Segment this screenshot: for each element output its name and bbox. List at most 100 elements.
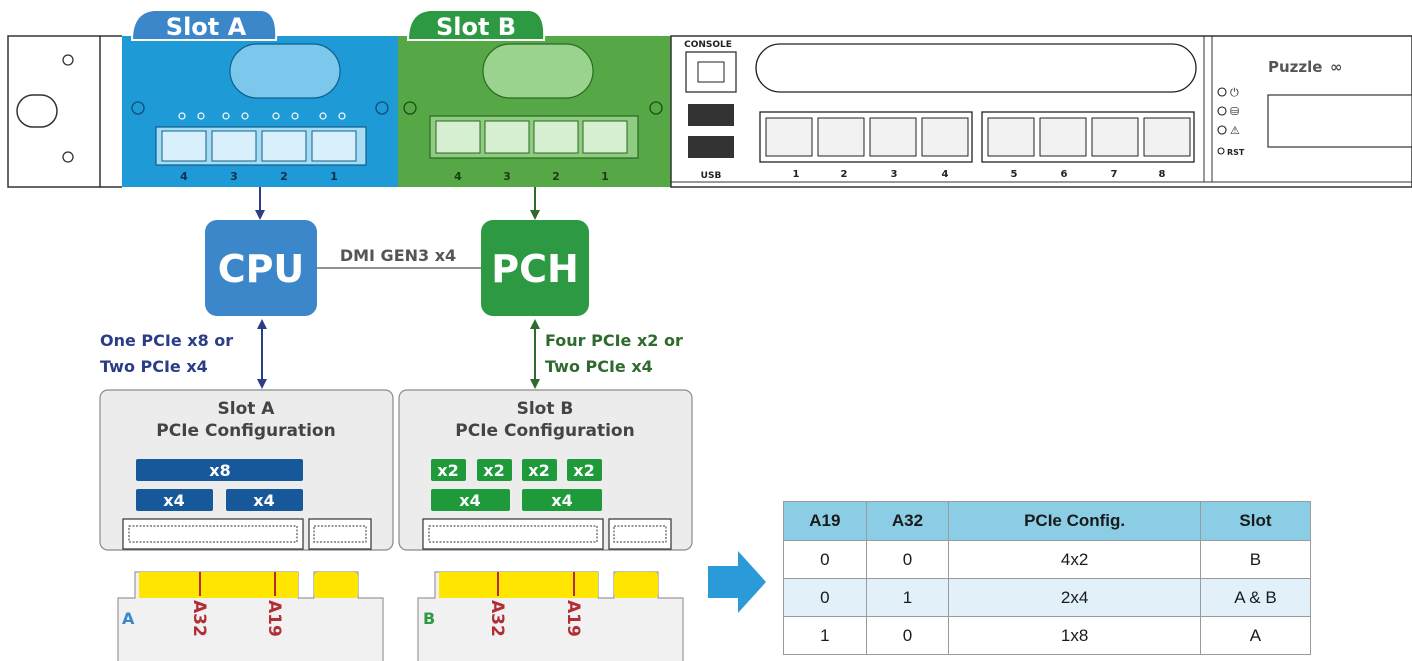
- rj45-port[interactable]: [869, 117, 917, 157]
- rack-ear: [7, 35, 122, 188]
- lane-x2: [477, 459, 512, 481]
- table-cell: 1: [865, 578, 950, 617]
- rj45-port[interactable]: [921, 117, 969, 157]
- slot-b-config-panel: Slot B PCIe Configuration x2 x2 x2 x2 x4…: [398, 389, 693, 551]
- reset-button[interactable]: [1217, 147, 1225, 155]
- rst-label: RST: [1227, 148, 1245, 157]
- sfp-port[interactable]: [311, 130, 357, 162]
- table-cell: 4x2: [948, 540, 1201, 579]
- table-header-row: A19 A32 PCIe Config. Slot: [783, 501, 1312, 541]
- lane-label: x8: [209, 461, 230, 480]
- lane-label: x4: [459, 491, 480, 510]
- vent-grille: [755, 43, 1197, 93]
- slot-a-module: 4 3 2 1: [122, 36, 398, 187]
- rj45-port[interactable]: [1039, 117, 1087, 157]
- rj45-port[interactable]: [817, 117, 865, 157]
- rj45-port[interactable]: [533, 120, 579, 154]
- table-row: 1 0 1x8 A: [783, 616, 1312, 655]
- pch-link-label: Two PCIe x4: [545, 357, 653, 376]
- lane-x4: [226, 489, 303, 511]
- table-cell: 0: [783, 540, 867, 579]
- sfp-port[interactable]: [161, 130, 207, 162]
- rj45-port[interactable]: [1091, 117, 1139, 157]
- rj45-port[interactable]: [435, 120, 481, 154]
- port-number: 2: [841, 169, 848, 180]
- lane-x2: [567, 459, 602, 481]
- sfp-port[interactable]: [261, 130, 307, 162]
- port-number: 2: [552, 170, 560, 183]
- slot-b-config-title: Slot B: [517, 399, 574, 419]
- lane-x4: [136, 489, 213, 511]
- port-number: 4: [942, 169, 949, 180]
- arrow-right-icon: [708, 551, 766, 613]
- pin-label: A19: [563, 600, 583, 637]
- sfp-port[interactable]: [211, 130, 257, 162]
- table-cell: 0: [783, 578, 867, 617]
- slot-a-tab: Slot A: [130, 9, 278, 41]
- pin-label: A19: [264, 600, 284, 637]
- table-cell: A & B: [1199, 578, 1312, 617]
- pch-label: PCH: [491, 247, 579, 291]
- table-cell: 0: [865, 616, 950, 655]
- screw-icon: [131, 101, 145, 115]
- port-number: 1: [793, 169, 800, 180]
- lane-x4: [522, 489, 602, 511]
- pcie-connector: [122, 518, 304, 550]
- rj45-port[interactable]: [484, 120, 530, 154]
- lane-label: x4: [551, 491, 572, 510]
- slot-b-tab-label: Slot B: [436, 13, 516, 41]
- port-number: 2: [280, 170, 288, 183]
- usb-port[interactable]: [688, 136, 734, 158]
- slot-b-module: 4 3 2 1: [398, 36, 671, 187]
- power-led-icon: [1217, 87, 1227, 97]
- slot-b-tab: Slot B: [406, 9, 546, 41]
- port-number: 3: [503, 170, 511, 183]
- screw-icon: [649, 101, 663, 115]
- pcie-config-table: A19 A32 PCIe Config. Slot 0 0 4x2 B 0 1 …: [783, 501, 1312, 655]
- slot-b-config-title: PCIe Configuration: [455, 421, 634, 441]
- rj45-port[interactable]: [987, 117, 1035, 157]
- rj45-port[interactable]: [1143, 117, 1191, 157]
- usb-port[interactable]: [688, 104, 734, 126]
- cpu-link-label: Two PCIe x4: [100, 357, 208, 376]
- pcie-connector: [308, 518, 372, 550]
- storage-led-icon: [1217, 106, 1227, 116]
- column-header: A32: [865, 501, 950, 541]
- rj45-port[interactable]: [765, 117, 813, 157]
- lane-label: x2: [528, 461, 549, 480]
- column-header: PCIe Config.: [948, 501, 1201, 541]
- pch-link-label: Four PCIe x2 or: [545, 331, 683, 350]
- database-icon: ⛁: [1230, 105, 1239, 118]
- table-cell: 2x4: [948, 578, 1201, 617]
- port-number: 5: [1011, 169, 1018, 180]
- table-cell: 0: [865, 540, 950, 579]
- screw-icon: [375, 101, 389, 115]
- screw-icon: [403, 101, 417, 115]
- cpu-block: CPU: [205, 220, 317, 316]
- warning-icon: ⚠: [1230, 124, 1240, 137]
- chassis-front: CONSOLE USB 1 2 3 4 5 6 7 8: [670, 35, 1412, 188]
- slot-a-port-group: [161, 130, 357, 162]
- cpu-link-label: One PCIe x8 or: [100, 331, 233, 350]
- port-number: 8: [1159, 169, 1166, 180]
- alarm-led-icon: [1217, 125, 1227, 135]
- pcie-connector: [422, 518, 604, 550]
- rj45-port[interactable]: [582, 120, 628, 154]
- lane-label: x4: [163, 491, 184, 510]
- vent-grille: [482, 43, 594, 99]
- lane-label: x2: [573, 461, 594, 480]
- vent-grille: [229, 43, 341, 99]
- column-header: A19: [783, 501, 867, 541]
- table-row: 0 1 2x4 A & B: [783, 578, 1312, 617]
- screw-hole-icon: [62, 54, 74, 66]
- pch-block: PCH: [481, 220, 589, 316]
- port-number: 7: [1111, 169, 1118, 180]
- usb-label: USB: [701, 171, 722, 181]
- table-cell: 1x8: [948, 616, 1201, 655]
- lane-x2: [522, 459, 557, 481]
- brand-logo: Puzzle: [1268, 58, 1322, 76]
- card-b-letter: B: [423, 609, 435, 628]
- port-number: 1: [330, 170, 338, 183]
- console-port[interactable]: [685, 51, 737, 93]
